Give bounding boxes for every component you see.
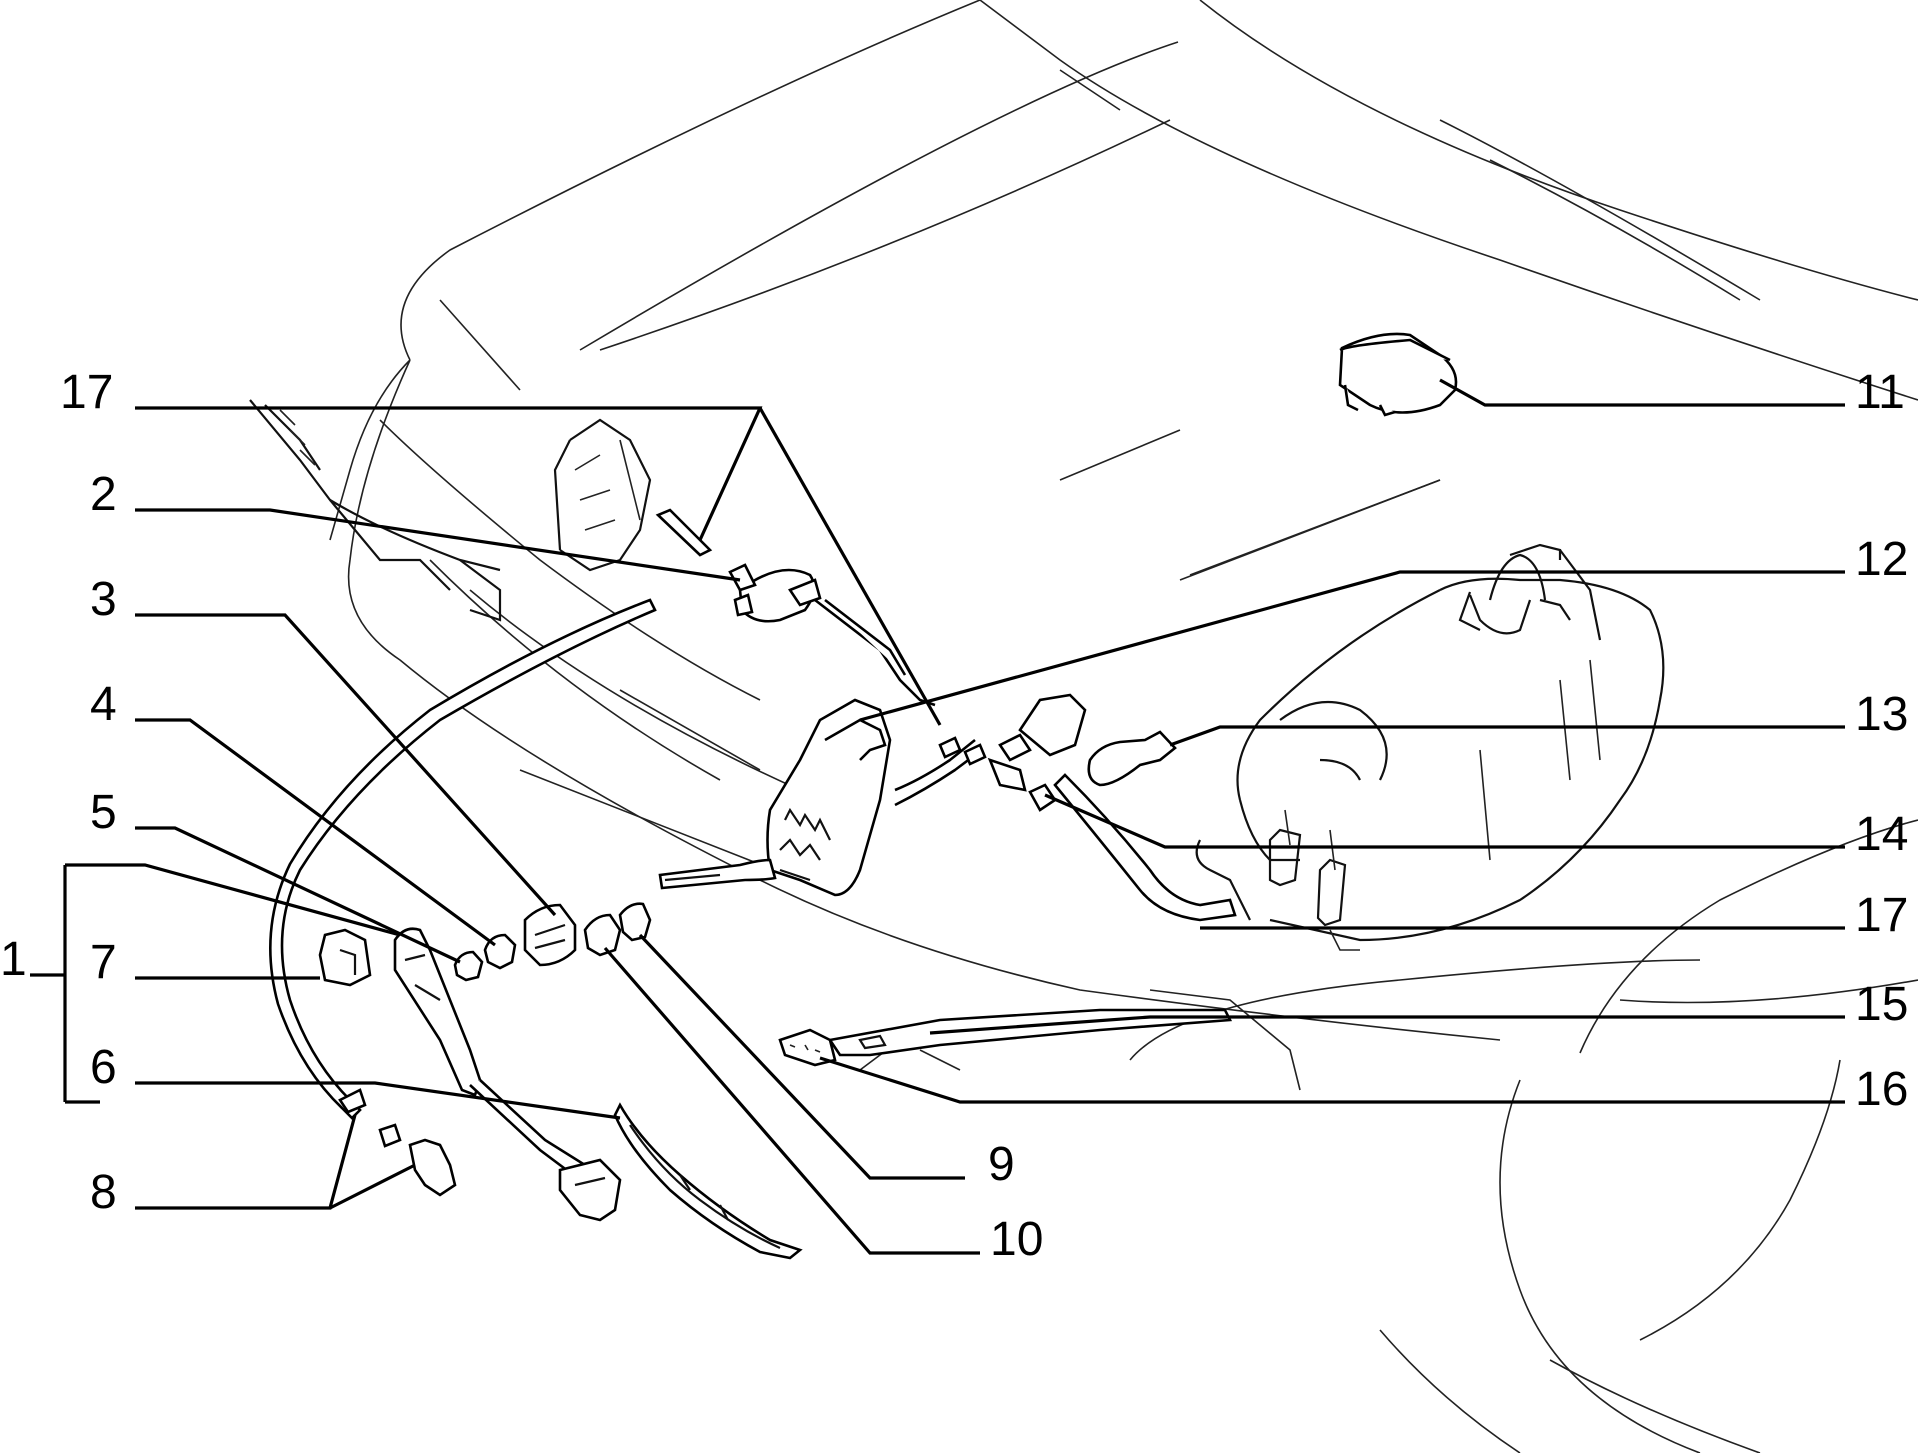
part-6-wiper-blade bbox=[613, 1102, 803, 1260]
callout-12: 12 bbox=[1855, 533, 1908, 586]
washer-reservoir bbox=[1195, 543, 1665, 951]
part-8-nozzle bbox=[338, 1088, 457, 1197]
callout-14: 14 bbox=[1855, 808, 1908, 861]
part-16-pad bbox=[778, 1028, 837, 1067]
part-3-bushing bbox=[523, 903, 577, 967]
part-7-grommet bbox=[318, 928, 372, 987]
part-9-seal bbox=[618, 902, 652, 942]
callout-17-top: 17 bbox=[60, 366, 113, 419]
washer-hose bbox=[269, 598, 657, 1120]
callout-7: 7 bbox=[90, 936, 117, 989]
callout-16: 16 bbox=[1855, 1063, 1908, 1116]
part-11-relay bbox=[1338, 332, 1458, 417]
callout-10: 10 bbox=[990, 1213, 1043, 1266]
vehicle-body-outline bbox=[329, 0, 1918, 1453]
part-2-pump bbox=[728, 563, 822, 623]
callout-6: 6 bbox=[90, 1041, 117, 1094]
callout-5: 5 bbox=[90, 786, 117, 839]
callout-17-right: 17 bbox=[1855, 889, 1908, 942]
callout-labels: 17 2 3 4 5 1 7 6 8 11 12 13 14 17 15 16 … bbox=[0, 366, 1908, 1266]
callout-9: 9 bbox=[988, 1138, 1015, 1191]
part-15-cover bbox=[827, 1008, 1233, 1057]
part-17-hoses bbox=[655, 508, 1237, 922]
callout-4: 4 bbox=[90, 678, 117, 731]
callout-13: 13 bbox=[1855, 688, 1908, 741]
callout-8: 8 bbox=[90, 1166, 117, 1219]
callout-1: 1 bbox=[0, 933, 27, 986]
leader-lines bbox=[30, 378, 1845, 1255]
callout-3: 3 bbox=[90, 573, 117, 626]
part-13-connector bbox=[998, 693, 1177, 787]
part-12-wiper-motor bbox=[658, 698, 976, 897]
callout-11: 11 bbox=[1855, 366, 1905, 419]
left-bracket-area bbox=[249, 399, 652, 622]
part-14-nozzle bbox=[938, 736, 1057, 812]
part-10-nut bbox=[583, 913, 622, 957]
callout-2: 2 bbox=[90, 468, 117, 521]
callout-15: 15 bbox=[1855, 978, 1908, 1031]
part-1-wiper-arm bbox=[393, 927, 622, 1222]
part-5-washer bbox=[453, 950, 484, 982]
